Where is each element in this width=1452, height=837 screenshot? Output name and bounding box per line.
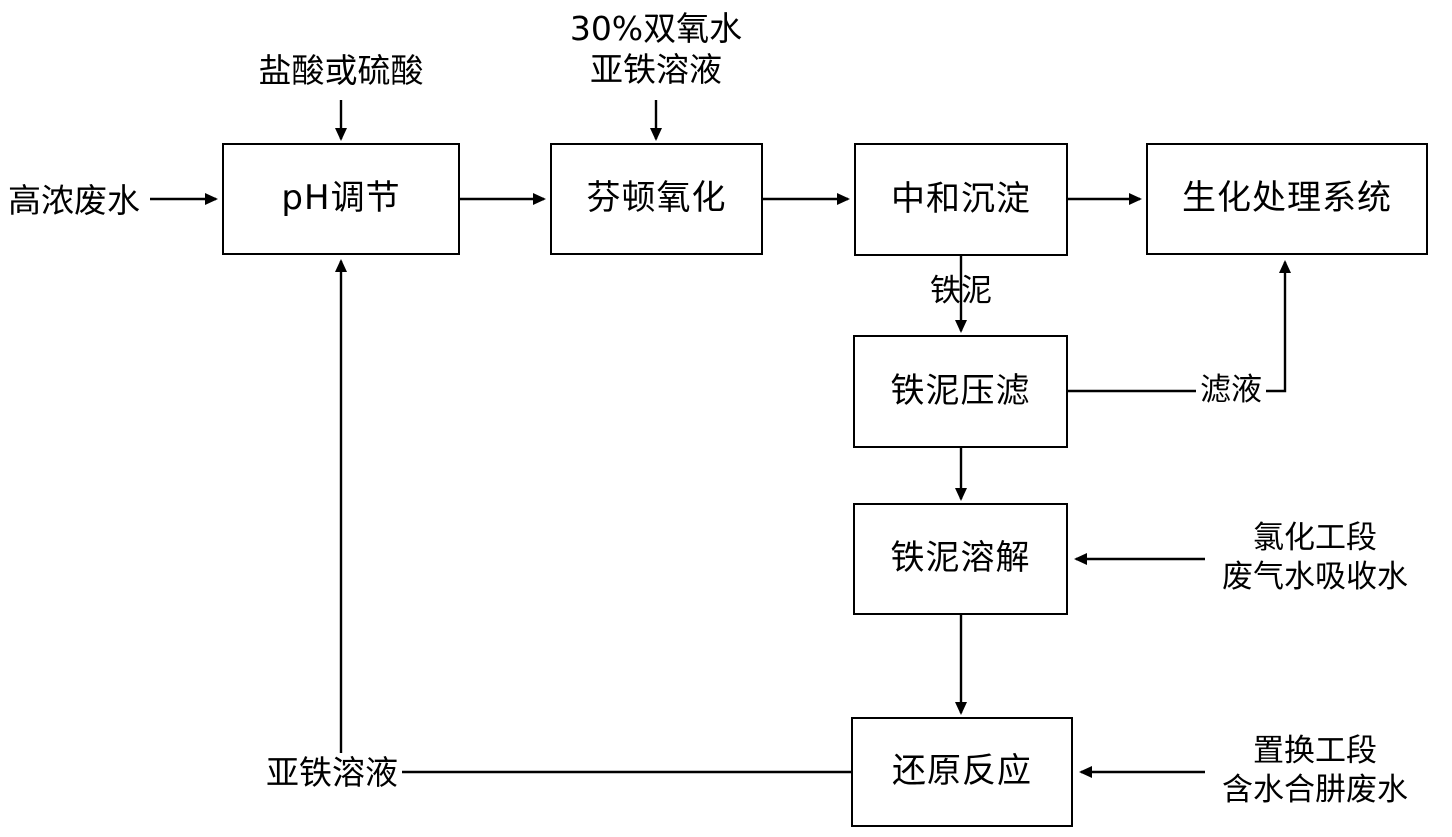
input-label-chlorination-line1: 氯化工段 [1253,520,1377,556]
node-biological-treatment-system-label: 生化处理系统 [1182,178,1392,219]
input-label-acid: 盐酸或硫酸 [258,51,424,90]
node-ph-adjust-label: pH调节 [281,178,401,219]
input-label-displacement-line2: 含水合肼废水 [1222,771,1408,808]
node-iron-sludge-filter-press-label: 铁泥压滤 [890,370,1031,411]
node-fenton-oxidation-label: 芬顿氧化 [586,178,727,219]
node-biological-treatment-system[interactable]: 生化处理系统 [1146,143,1428,255]
node-fenton-oxidation[interactable]: 芬顿氧化 [550,143,763,255]
input-label-oxidant-line2: 亚铁溶液 [589,50,722,90]
node-ph-adjust[interactable]: pH调节 [222,143,460,255]
node-iron-sludge-dissolution-label: 铁泥溶解 [890,538,1031,579]
input-label-displacement-line1: 置换工段 [1253,733,1377,769]
node-reduction-reaction-label: 还原反应 [892,751,1032,792]
input-label-oxidant-line1: 30%双氧水 [569,9,743,48]
edge-filtrate-to-bio [1068,260,1291,393]
node-reduction-reaction[interactable]: 还原反应 [851,717,1073,827]
node-iron-sludge-filter-press[interactable]: 铁泥压滤 [853,335,1068,448]
edge-label-ferrous-solution: 亚铁溶液 [262,752,402,793]
node-neutralization-precipitation[interactable]: 中和沉淀 [854,143,1068,256]
input-label-chlorination-line2: 废气水吸收水 [1222,558,1408,595]
edge-label-iron-sludge: 铁泥 [930,273,992,309]
edge-label-filtrate: 滤液 [1196,371,1266,410]
input-label-chlorination-water: 氯化工段 废气水吸收水 [1222,519,1408,597]
edge-label-filtrate-text: 滤液 [1196,372,1266,408]
edge-ferrous-recycle-to-ph [335,259,851,774]
node-iron-sludge-dissolution[interactable]: 铁泥溶解 [853,503,1068,615]
input-label-influent: 高浓废水 [8,181,140,220]
node-neutralization-precipitation-label: 中和沉淀 [891,178,1031,219]
input-label-displacement-water: 置换工段 含水合肼废水 [1222,732,1408,810]
edge-label-ferrous-solution-text: 亚铁溶液 [262,753,402,792]
input-label-oxidant: 30%双氧水 亚铁溶液 [570,8,742,91]
